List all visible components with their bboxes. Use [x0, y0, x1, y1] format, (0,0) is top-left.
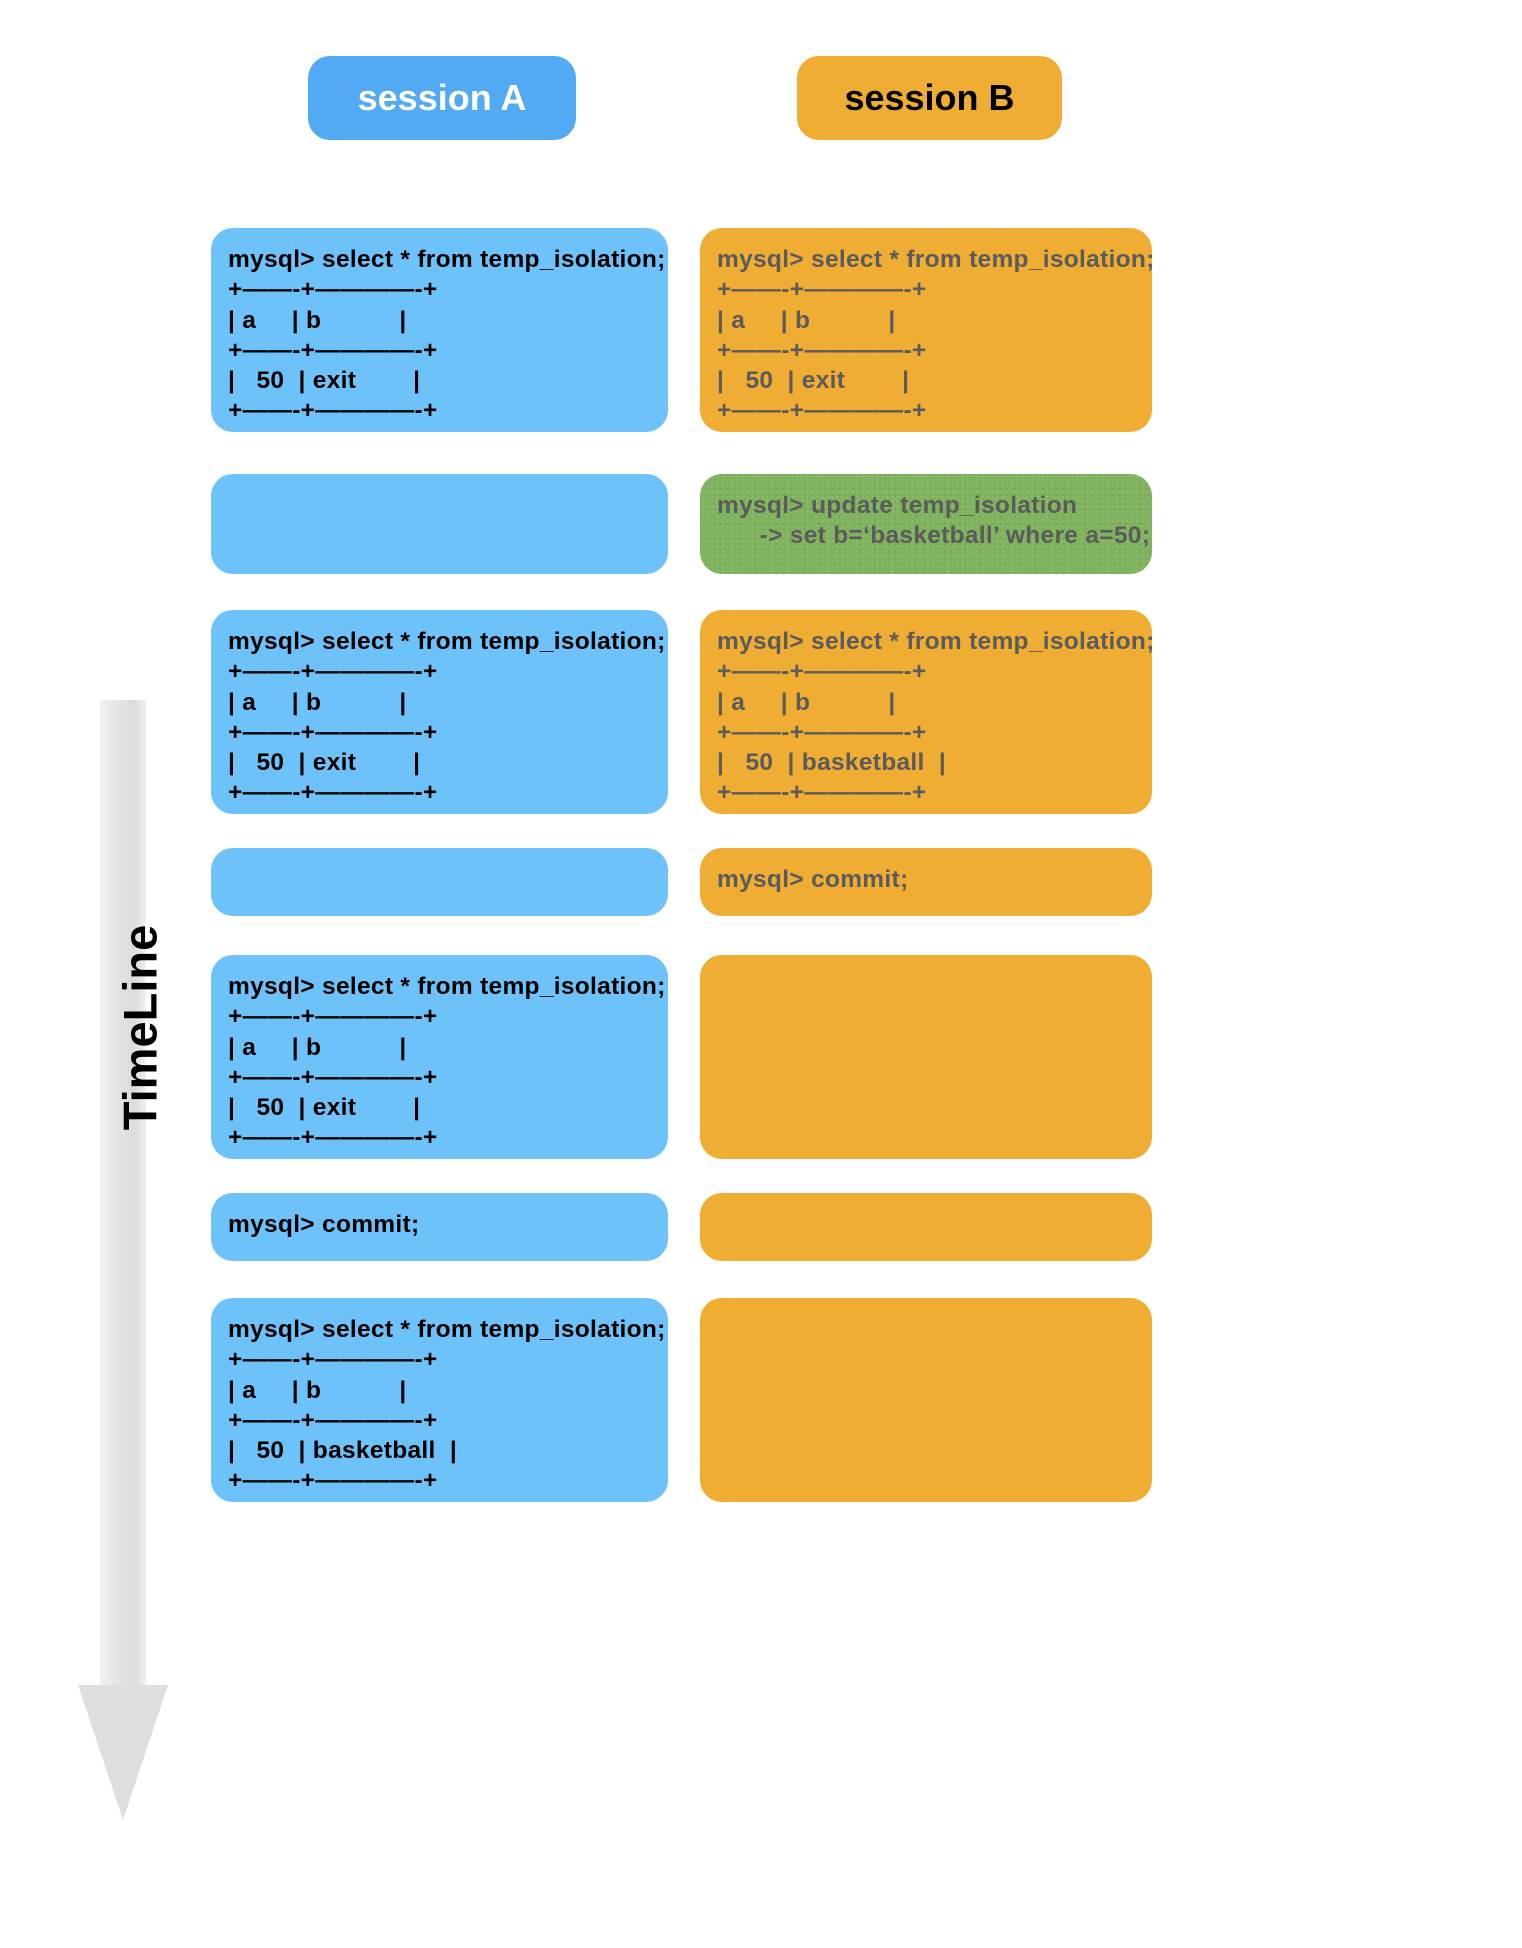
session-b-step-3-line-6: +——-+————-+	[717, 779, 927, 807]
timeline-label: TimeLine	[113, 924, 167, 1131]
session-b-header: session B	[797, 56, 1062, 140]
session-b-step-1-line-4: +——-+————-+	[717, 336, 927, 364]
session-a-step-3-line-4: +——-+————-+	[228, 718, 438, 746]
session-b-step-1-line-2: +——-+————-+	[717, 276, 927, 304]
session-a-step-5-line-1: mysql> select * from temp_isolation;	[228, 973, 666, 1000]
session-b-step-6-box	[700, 1193, 1152, 1261]
session-a-step-7-line-3: | a | b |	[228, 1376, 407, 1404]
session-a-step-7-box: mysql> select * from temp_isolation; +——-…	[211, 1298, 668, 1502]
session-a-step-7-line-5: | 50 | basketball |	[228, 1437, 458, 1464]
session-a-step-7-line-4: +——-+————-+	[228, 1406, 438, 1434]
session-b-step-2-box: mysql> update temp_isolation -> set b=‘b…	[700, 474, 1152, 574]
session-a-step-3-line-3: | a | b |	[228, 688, 407, 716]
session-b-step-1-box: mysql> select * from temp_isolation; +——-…	[700, 228, 1152, 432]
session-b-step-7-box	[700, 1298, 1152, 1502]
session-b-step-3-line-3: | a | b |	[717, 688, 896, 716]
session-a-step-3-box: mysql> select * from temp_isolation; +——-…	[211, 610, 668, 814]
session-a-step-5-line-6: +——-+————-+	[228, 1124, 438, 1152]
session-a-step-5-line-3: | a | b |	[228, 1033, 407, 1061]
session-b-step-3-line-5: | 50 | basketball |	[717, 749, 947, 776]
timeline-arrow: TimeLine	[78, 700, 168, 1820]
session-a-step-1-box: mysql> select * from temp_isolation; +——-…	[211, 228, 668, 432]
session-a-step-3-line-2: +——-+————-+	[228, 658, 438, 686]
session-a-step-5-line-2: +——-+————-+	[228, 1003, 438, 1031]
session-a-step-3-line-5: | 50 | exit |	[228, 749, 421, 776]
session-b-step-3-line-2: +——-+————-+	[717, 658, 927, 686]
session-b-step-1-line-6: +——-+————-+	[717, 397, 927, 425]
session-a-step-2-box	[211, 474, 668, 574]
session-a-step-7-line-1: mysql> select * from temp_isolation;	[228, 1316, 666, 1343]
session-b-step-3-line-4: +——-+————-+	[717, 718, 927, 746]
session-b-step-2-line-1: mysql> update temp_isolation	[717, 492, 1078, 519]
session-a-step-1-line-4: +——-+————-+	[228, 336, 438, 364]
session-a-step-5-line-5: | 50 | exit |	[228, 1094, 421, 1121]
session-a-step-7-line-2: +——-+————-+	[228, 1346, 438, 1374]
session-a-header: session A	[308, 56, 576, 140]
session-a-step-1-line-6: +——-+————-+	[228, 397, 438, 425]
session-a-step-3-line-1: mysql> select * from temp_isolation;	[228, 628, 666, 655]
session-b-step-1-line-3: | a | b |	[717, 306, 896, 334]
session-b-step-2-line-2: -> set b=‘basketball’ where a=50;	[717, 522, 1151, 550]
session-a-step-1-line-3: | a | b |	[228, 306, 407, 334]
session-b-step-3-line-1: mysql> select * from temp_isolation;	[717, 628, 1152, 655]
session-a-step-5-line-4: +——-+————-+	[228, 1063, 438, 1091]
session-a-step-3-line-6: +——-+————-+	[228, 779, 438, 807]
session-a-step-1-line-2: +——-+————-+	[228, 276, 438, 304]
session-b-step-1-line-5: | 50 | exit |	[717, 367, 910, 394]
session-b-step-4-line-1: mysql> commit;	[717, 866, 909, 893]
session-b-step-4-box: mysql> commit;	[700, 848, 1152, 916]
session-a-step-6-box: mysql> commit;	[211, 1193, 668, 1261]
timeline-arrow-head-icon	[78, 1685, 168, 1820]
session-a-step-1-line-5: | 50 | exit |	[228, 367, 421, 394]
session-b-step-5-box	[700, 955, 1152, 1159]
session-b-step-3-box: mysql> select * from temp_isolation; +——-…	[700, 610, 1152, 814]
session-a-step-1-line-1: mysql> select * from temp_isolation;	[228, 246, 666, 273]
timeline-arrow-shaft	[100, 700, 146, 1690]
session-a-step-7-line-6: +——-+————-+	[228, 1467, 438, 1495]
session-a-step-6-line-1: mysql> commit;	[228, 1211, 420, 1238]
session-a-step-4-box	[211, 848, 668, 916]
session-b-step-1-line-1: mysql> select * from temp_isolation;	[717, 246, 1152, 273]
session-a-step-5-box: mysql> select * from temp_isolation; +——-…	[211, 955, 668, 1159]
